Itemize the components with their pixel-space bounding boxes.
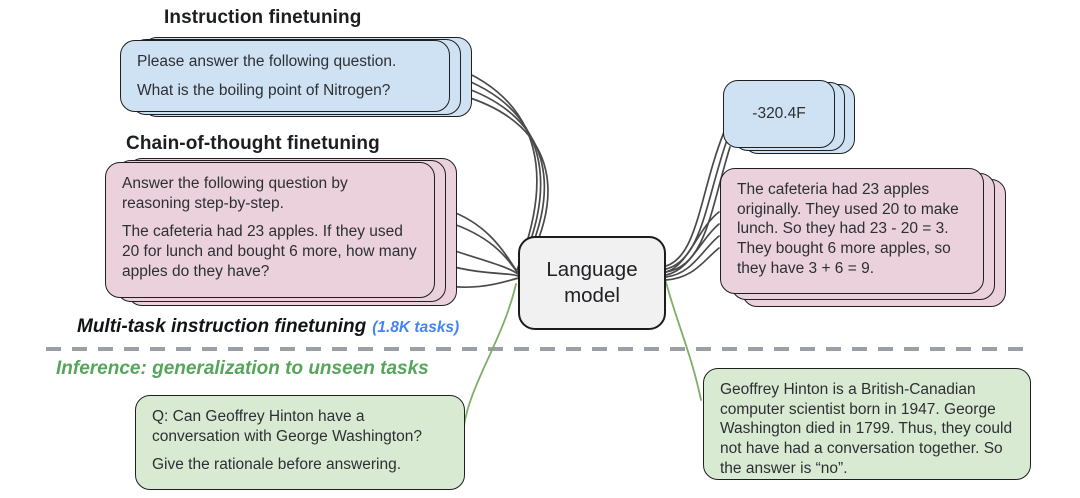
inference-rationale-line: Give the rationale before answering. [152,456,402,474]
instruction-question-line: What is the boiling point of Nitrogen? [137,81,391,99]
inference-output-card-stack: Geoffrey Hinton is a British-Canadian co… [703,368,1031,480]
instruction-output-card: -320.4F [723,80,835,148]
cot-finetuning-heading: Chain-of-thought finetuning [126,133,380,154]
multitask-finetuning-label: Multi-task instruction finetuning (1.8K t… [77,316,459,338]
cot-output-card-stack: The cafeteria had 23 apples originally. … [720,168,1006,307]
instruction-finetuning-heading: Instruction finetuning [164,7,362,28]
inference-prompt-card-stack: Q: Can Geoffrey Hinton have a conversati… [135,395,465,490]
cot-input-card-stack: Answer the following question by reasoni… [105,158,457,306]
model-to-cot-answer-curves [665,211,720,281]
cot-output-card: The cafeteria had 23 apples originally. … [720,168,984,294]
multitask-finetuning-text: Multi-task instruction finetuning [77,316,367,337]
instruction-output-card-stack: -320.4F [723,80,855,154]
inference-answer-text: Geoffrey Hinton is a British-Canadian co… [720,381,1013,477]
cot-question-line: The cafeteria had 23 apples. If they use… [122,223,417,280]
cot-answer-text: The cafeteria had 23 apples originally. … [737,181,959,277]
language-model-label: Language model [546,257,638,307]
inference-prompt-card: Q: Can Geoffrey Hinton have a conversati… [135,395,465,490]
instruction-input-card: Please answer the following question. Wh… [120,40,450,112]
cot-input-card: Answer the following question by reasoni… [105,162,435,298]
instruction-prompt-line: Please answer the following question. [137,53,397,70]
inference-output-card: Geoffrey Hinton is a British-Canadian co… [703,368,1031,480]
instruction-input-card-stack: Please answer the following question. Wh… [120,37,472,117]
inference-generalization-label: Inference: generalization to unseen task… [56,358,429,379]
inference-question-line: Q: Can Geoffrey Hinton have a conversati… [152,408,422,445]
section-divider-dashed-line [46,347,1030,351]
cot-prompt-line: Answer the following question by reasoni… [122,175,348,212]
language-model-box: Language model [518,236,666,330]
instruction-answer-text: -320.4F [752,105,806,123]
task-count-badge: (1.8K tasks) [372,319,460,336]
